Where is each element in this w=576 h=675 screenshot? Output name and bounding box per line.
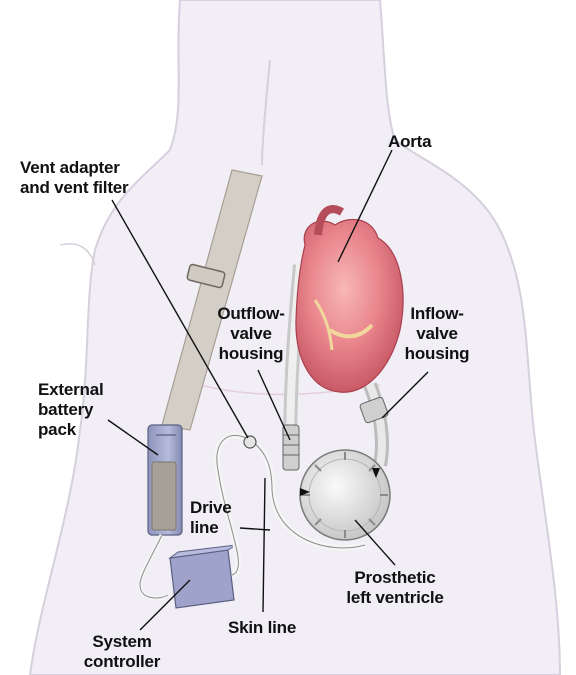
- label-vent-adapter: Vent adapter and vent filter: [20, 158, 128, 198]
- label-system-controller: System controller: [72, 632, 172, 672]
- label-outflow-valve: Outflow- valve housing: [202, 304, 300, 364]
- pump-device-icon: [300, 450, 390, 540]
- label-prosthetic-ventricle: Prosthetic left ventricle: [330, 568, 460, 608]
- label-inflow-valve: Inflow- valve housing: [392, 304, 482, 364]
- label-skin-line: Skin line: [228, 618, 296, 638]
- vent-filter-icon: [244, 436, 256, 448]
- label-aorta: Aorta: [388, 132, 431, 152]
- label-drive-line: Drive line: [190, 498, 232, 538]
- label-battery-pack: External battery pack: [38, 380, 104, 440]
- controller-box-icon: [170, 550, 234, 608]
